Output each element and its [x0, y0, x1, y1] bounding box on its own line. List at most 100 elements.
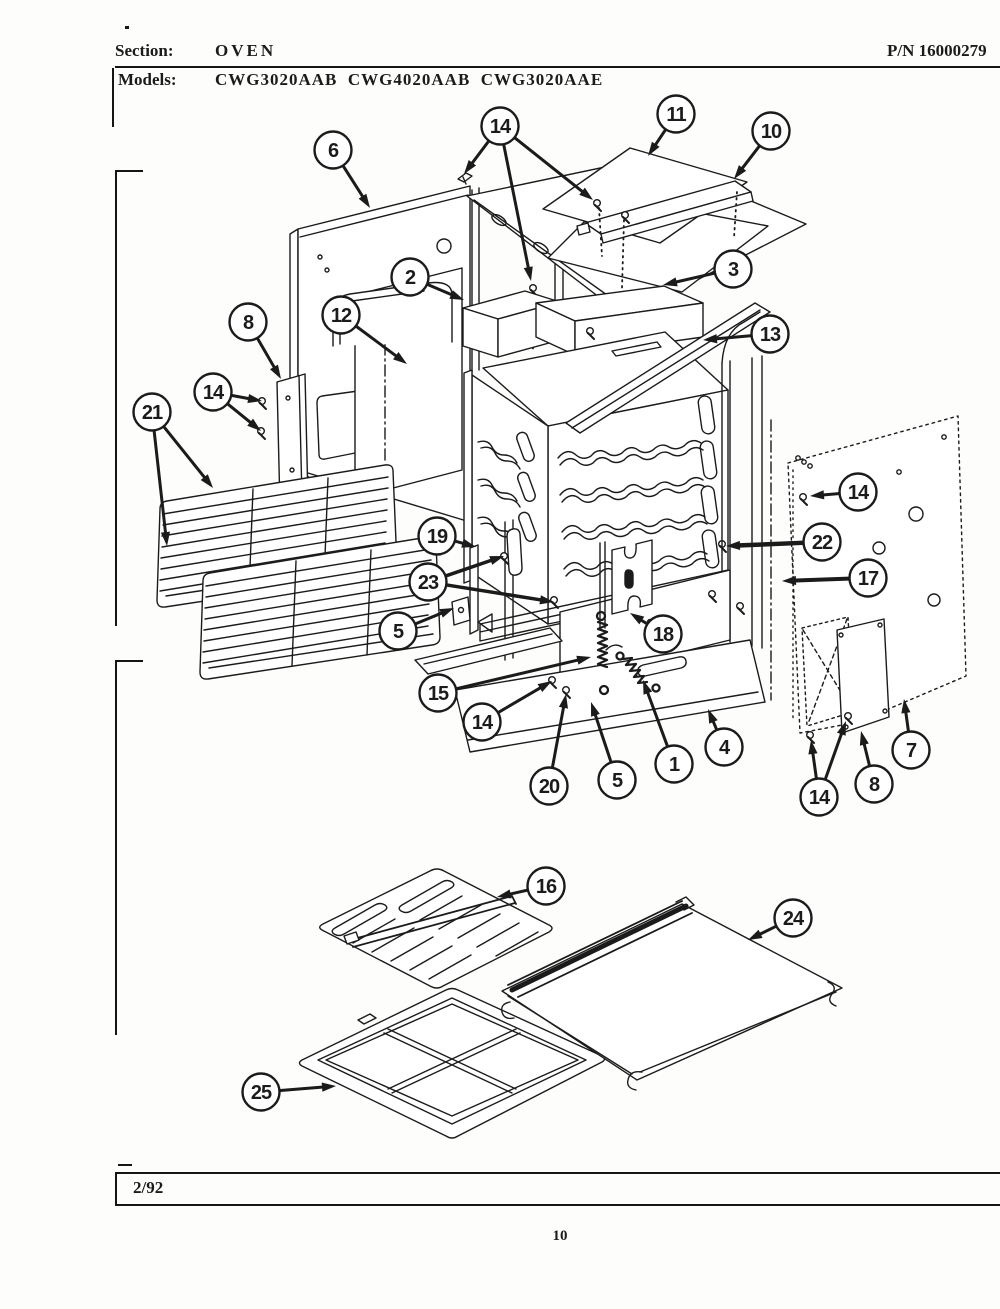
margin-mark: [125, 26, 129, 29]
callout-15: 15: [418, 655, 591, 713]
callout-21: 21: [132, 392, 213, 546]
part-drip-pan: [298, 987, 606, 1139]
callout-balloon: [529, 766, 569, 806]
part-access-panels: [801, 616, 890, 744]
callout-balloon: [462, 702, 502, 742]
callout-2: 2: [390, 257, 464, 300]
callout-7: 7: [891, 699, 931, 770]
callout-12: 12: [321, 295, 407, 364]
callout-number: 21: [142, 402, 163, 424]
models-value: CWG3020AAB CWG4020AAB CWG3020AAE: [215, 70, 604, 89]
callout-number: 14: [472, 712, 494, 734]
callout-balloon: [408, 562, 448, 602]
callout-5: 5: [591, 702, 637, 800]
models-left-border: [112, 68, 114, 127]
callout-number: 25: [251, 1082, 272, 1104]
callout-number: 4: [719, 737, 731, 759]
callout-4: 4: [704, 709, 744, 767]
callout-number: 20: [539, 776, 560, 798]
callout-balloon: [526, 866, 566, 906]
part-broil-insert: [319, 868, 553, 989]
callout-23: 23: [408, 556, 554, 605]
callout-balloon: [378, 611, 418, 651]
part-number: P/N 16000279: [887, 41, 987, 60]
left-border-lower: [115, 660, 117, 1035]
callout-number: 5: [612, 770, 623, 792]
callout-number: 17: [858, 568, 879, 590]
footer-rule-top: [115, 1172, 1000, 1174]
callout-17: 17: [782, 558, 888, 598]
callout-balloon: [656, 94, 696, 134]
callout-13: 13: [703, 314, 790, 354]
left-border-upper: [115, 170, 117, 626]
callout-balloon: [313, 130, 353, 170]
callout-balloon: [417, 516, 457, 556]
header-rule: [115, 66, 1000, 68]
callout-14: 14: [462, 681, 552, 742]
callout-number: 8: [869, 774, 880, 796]
part-door-panel: [500, 896, 843, 1091]
callout-number: 6: [328, 140, 339, 162]
callout-balloon: [891, 730, 931, 770]
callout-number: 8: [243, 312, 254, 334]
callout-balloon: [193, 372, 233, 412]
models-label: Models:: [118, 70, 177, 89]
callout-balloon: [802, 522, 842, 562]
callout-number: 14: [203, 382, 225, 404]
callout-25: 25: [241, 1072, 336, 1112]
callout-number: 16: [536, 876, 557, 898]
callout-balloon: [751, 111, 791, 151]
callout-8: 8: [228, 302, 281, 379]
callout-balloon: [838, 472, 878, 512]
callout-number: 3: [728, 259, 739, 281]
callout-number: 7: [906, 740, 917, 762]
callout-balloon: [799, 777, 839, 817]
callout-1: 1: [643, 680, 694, 784]
callout-number: 14: [490, 116, 512, 138]
footer-left-border: [115, 1172, 117, 1206]
callout-number: 1: [669, 754, 680, 776]
callout-balloon: [848, 558, 888, 598]
revision-date: 2/92: [133, 1178, 164, 1197]
callout-number: 5: [393, 621, 404, 643]
callout-balloon: [132, 392, 172, 432]
callout-number: 12: [331, 305, 352, 327]
callout-balloon: [643, 614, 683, 654]
screw-leader-lines: [528, 191, 738, 351]
callout-balloon: [321, 295, 361, 335]
section-label: Section:: [115, 41, 174, 60]
callout-balloon: [418, 673, 458, 713]
callout-14: 14: [810, 472, 878, 512]
callout-number: 24: [783, 908, 805, 930]
callout-number: 15: [428, 683, 449, 705]
callout-number: 22: [812, 532, 833, 554]
part-frame-rail: [565, 302, 772, 701]
callout-number: 19: [427, 526, 448, 548]
callout-11: 11: [648, 94, 696, 156]
part-springs: [547, 610, 661, 699]
callout-8: 8: [854, 731, 894, 804]
callout-14: 14: [193, 372, 262, 431]
callout-19: 19: [417, 516, 476, 556]
page-number: 10: [552, 1228, 568, 1244]
callout-number: 14: [809, 787, 831, 809]
callout-number: 11: [666, 104, 686, 126]
callout-5: 5: [378, 608, 454, 651]
footer-tick: [118, 1164, 132, 1166]
callout-14: 14: [799, 721, 846, 817]
callout-20: 20: [529, 694, 569, 806]
callout-3: 3: [663, 249, 753, 289]
callout-balloon: [241, 1072, 281, 1112]
callout-number: 14: [848, 482, 870, 504]
section-value: OVEN: [215, 41, 277, 60]
callout-24: 24: [748, 898, 813, 940]
callout-balloon: [713, 249, 753, 289]
part-inner-back-panel: [332, 267, 463, 499]
callout-number: 18: [653, 624, 674, 646]
callout-number: 2: [405, 267, 416, 289]
callout-balloon: [597, 760, 637, 800]
callout-16: 16: [497, 866, 566, 906]
callout-18: 18: [630, 613, 683, 654]
